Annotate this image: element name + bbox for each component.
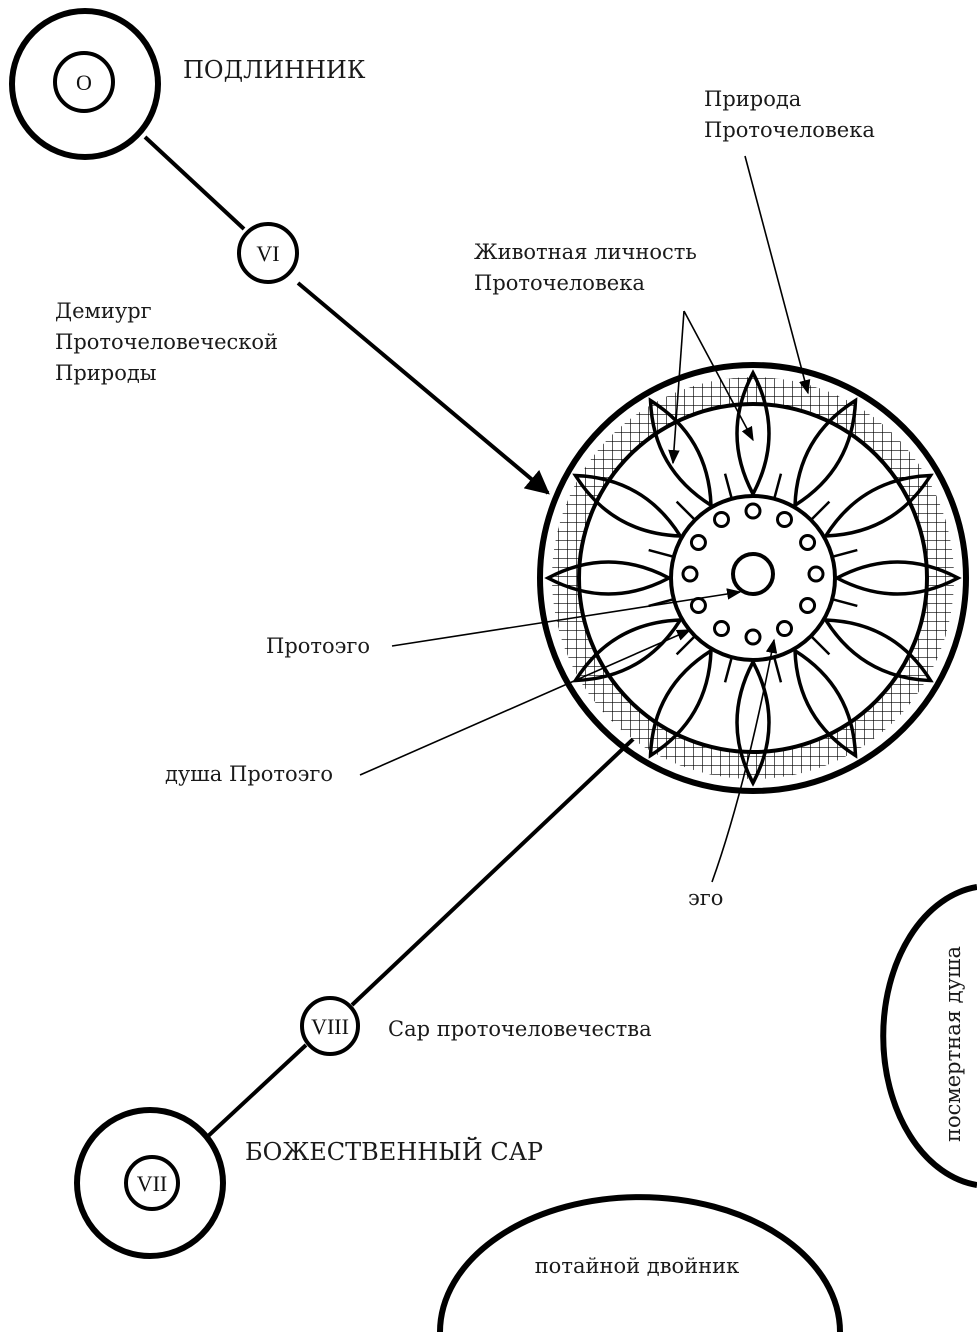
divine-sar-node: VII <box>77 1110 223 1256</box>
original-symbol: O <box>76 70 92 95</box>
protoego-label: Протоэго <box>266 634 370 658</box>
wheel-small-ring <box>715 622 729 636</box>
demiurge-node: VI <box>239 224 297 282</box>
sar-protohumanity-symbol: VIII <box>311 1014 349 1039</box>
nature-label-line2: Проточеловека <box>704 118 875 142</box>
wheel-small-ring <box>778 622 792 636</box>
demiurge-symbol: VI <box>256 241 279 266</box>
wheel-small-ring <box>809 567 823 581</box>
wheel-small-ring <box>801 599 815 613</box>
wheel-small-ring <box>715 512 729 526</box>
demiurge-label-line2: Проточеловеческой <box>55 330 278 354</box>
divine-sar-symbol: VII <box>137 1171 168 1196</box>
wheel-small-ring <box>801 536 815 550</box>
arrow-demiurge-to-protohuman <box>298 283 548 493</box>
animal-personality-label-line2: Проточеловека <box>474 271 645 295</box>
connector-original-demiurge <box>145 137 244 229</box>
sar-protohumanity-label: Сар проточеловечества <box>388 1017 652 1041</box>
secret-double-label: потайной двойник <box>535 1254 740 1278</box>
posthumous-soul-label: посмертная душа <box>941 946 965 1142</box>
original-node: O <box>12 11 158 157</box>
wheel-small-ring <box>691 599 705 613</box>
demiurge-label-line3: Природы <box>55 361 156 385</box>
wheel-small-ring <box>746 630 760 644</box>
original-label: ПОДЛИННИК <box>183 56 366 84</box>
protohuman-wheel <box>540 365 966 791</box>
wheel-small-ring <box>691 536 705 550</box>
animal-personality-label-line1: Животная личность <box>474 240 697 264</box>
demiurge-label-line1: Демиург <box>55 299 152 323</box>
wheel-small-ring <box>746 504 760 518</box>
nature-pointer <box>745 156 808 393</box>
nature-label-line1: Природа <box>704 87 801 111</box>
wheel-small-ring <box>778 512 792 526</box>
sar-protohumanity-node: VIII <box>302 998 358 1054</box>
connector-sar-divine-sar <box>206 1045 306 1138</box>
wheel-small-ring <box>683 567 697 581</box>
ego-label: эго <box>688 886 723 910</box>
protoego-soul-label: душа Протоэго <box>165 762 333 786</box>
divine-sar-label: БОЖЕСТВЕННЫЙ САР <box>245 1136 543 1166</box>
